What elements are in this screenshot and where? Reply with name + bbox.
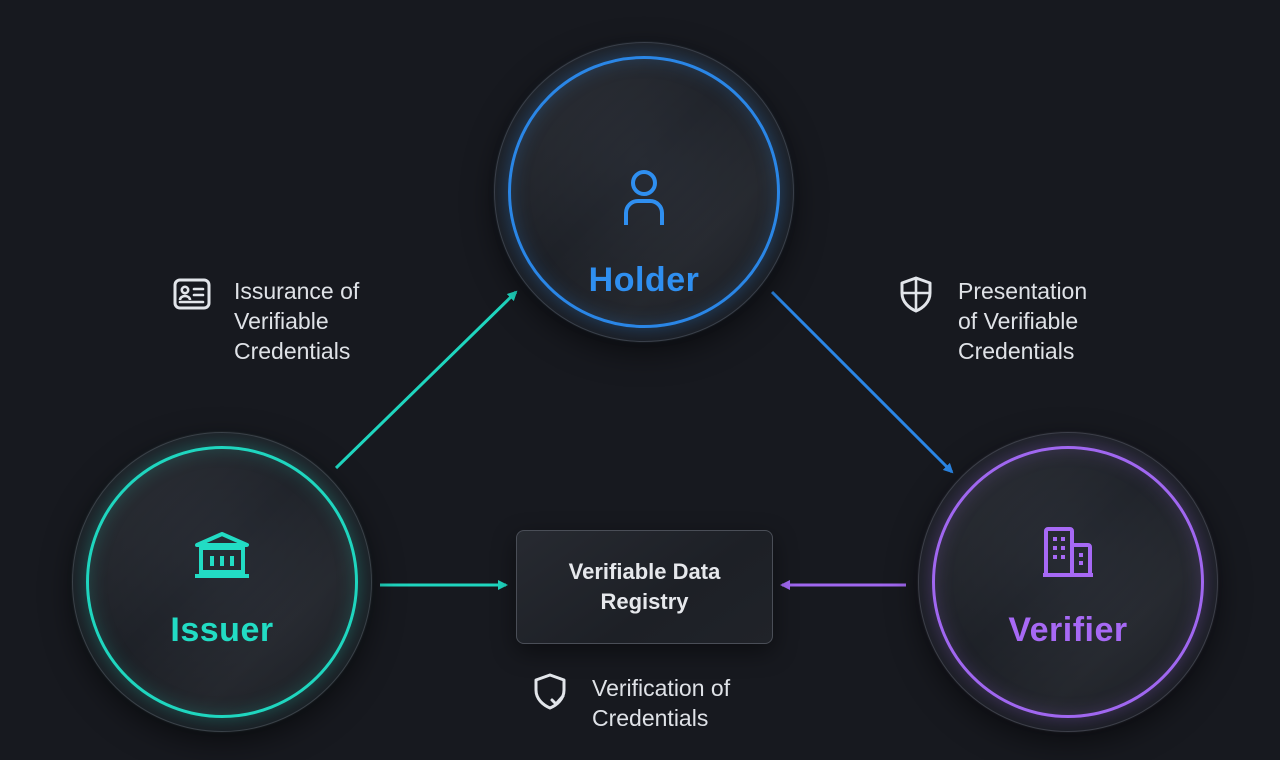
id-card-icon [173, 278, 211, 310]
verifier-title: Verifier [1008, 611, 1128, 649]
bank-building-icon [195, 532, 249, 578]
issuance-label-text: Issurance of Verifiable Credentials [234, 278, 360, 364]
holder-title: Holder [588, 261, 700, 299]
arrow-holder-to-verifier [770, 290, 954, 474]
issuance-label: Issurance of Verifiable Credentials [172, 276, 359, 366]
issuer-node: Issuer [72, 432, 372, 732]
shield-cross-icon [900, 276, 932, 313]
arrow-issuer-to-holder [334, 290, 518, 470]
person-icon [624, 170, 664, 225]
verifiable-data-registry: Verifiable Data Registry [516, 530, 773, 644]
registry-title: Verifiable Data Registry [568, 559, 721, 614]
verifier-node: Verifier [918, 432, 1218, 732]
issuer-title: Issuer [170, 611, 274, 649]
shield-check-icon [534, 673, 566, 710]
presentation-label: Presentation of Verifiable Credentials [896, 276, 1087, 366]
holder-node: Holder [494, 42, 794, 342]
presentation-label-text: Presentation of Verifiable Credentials [958, 278, 1088, 364]
verification-label-text: Verification of Credentials [592, 675, 731, 731]
office-building-icon [1043, 527, 1093, 577]
verification-label: Verification of Credentials [530, 673, 730, 733]
